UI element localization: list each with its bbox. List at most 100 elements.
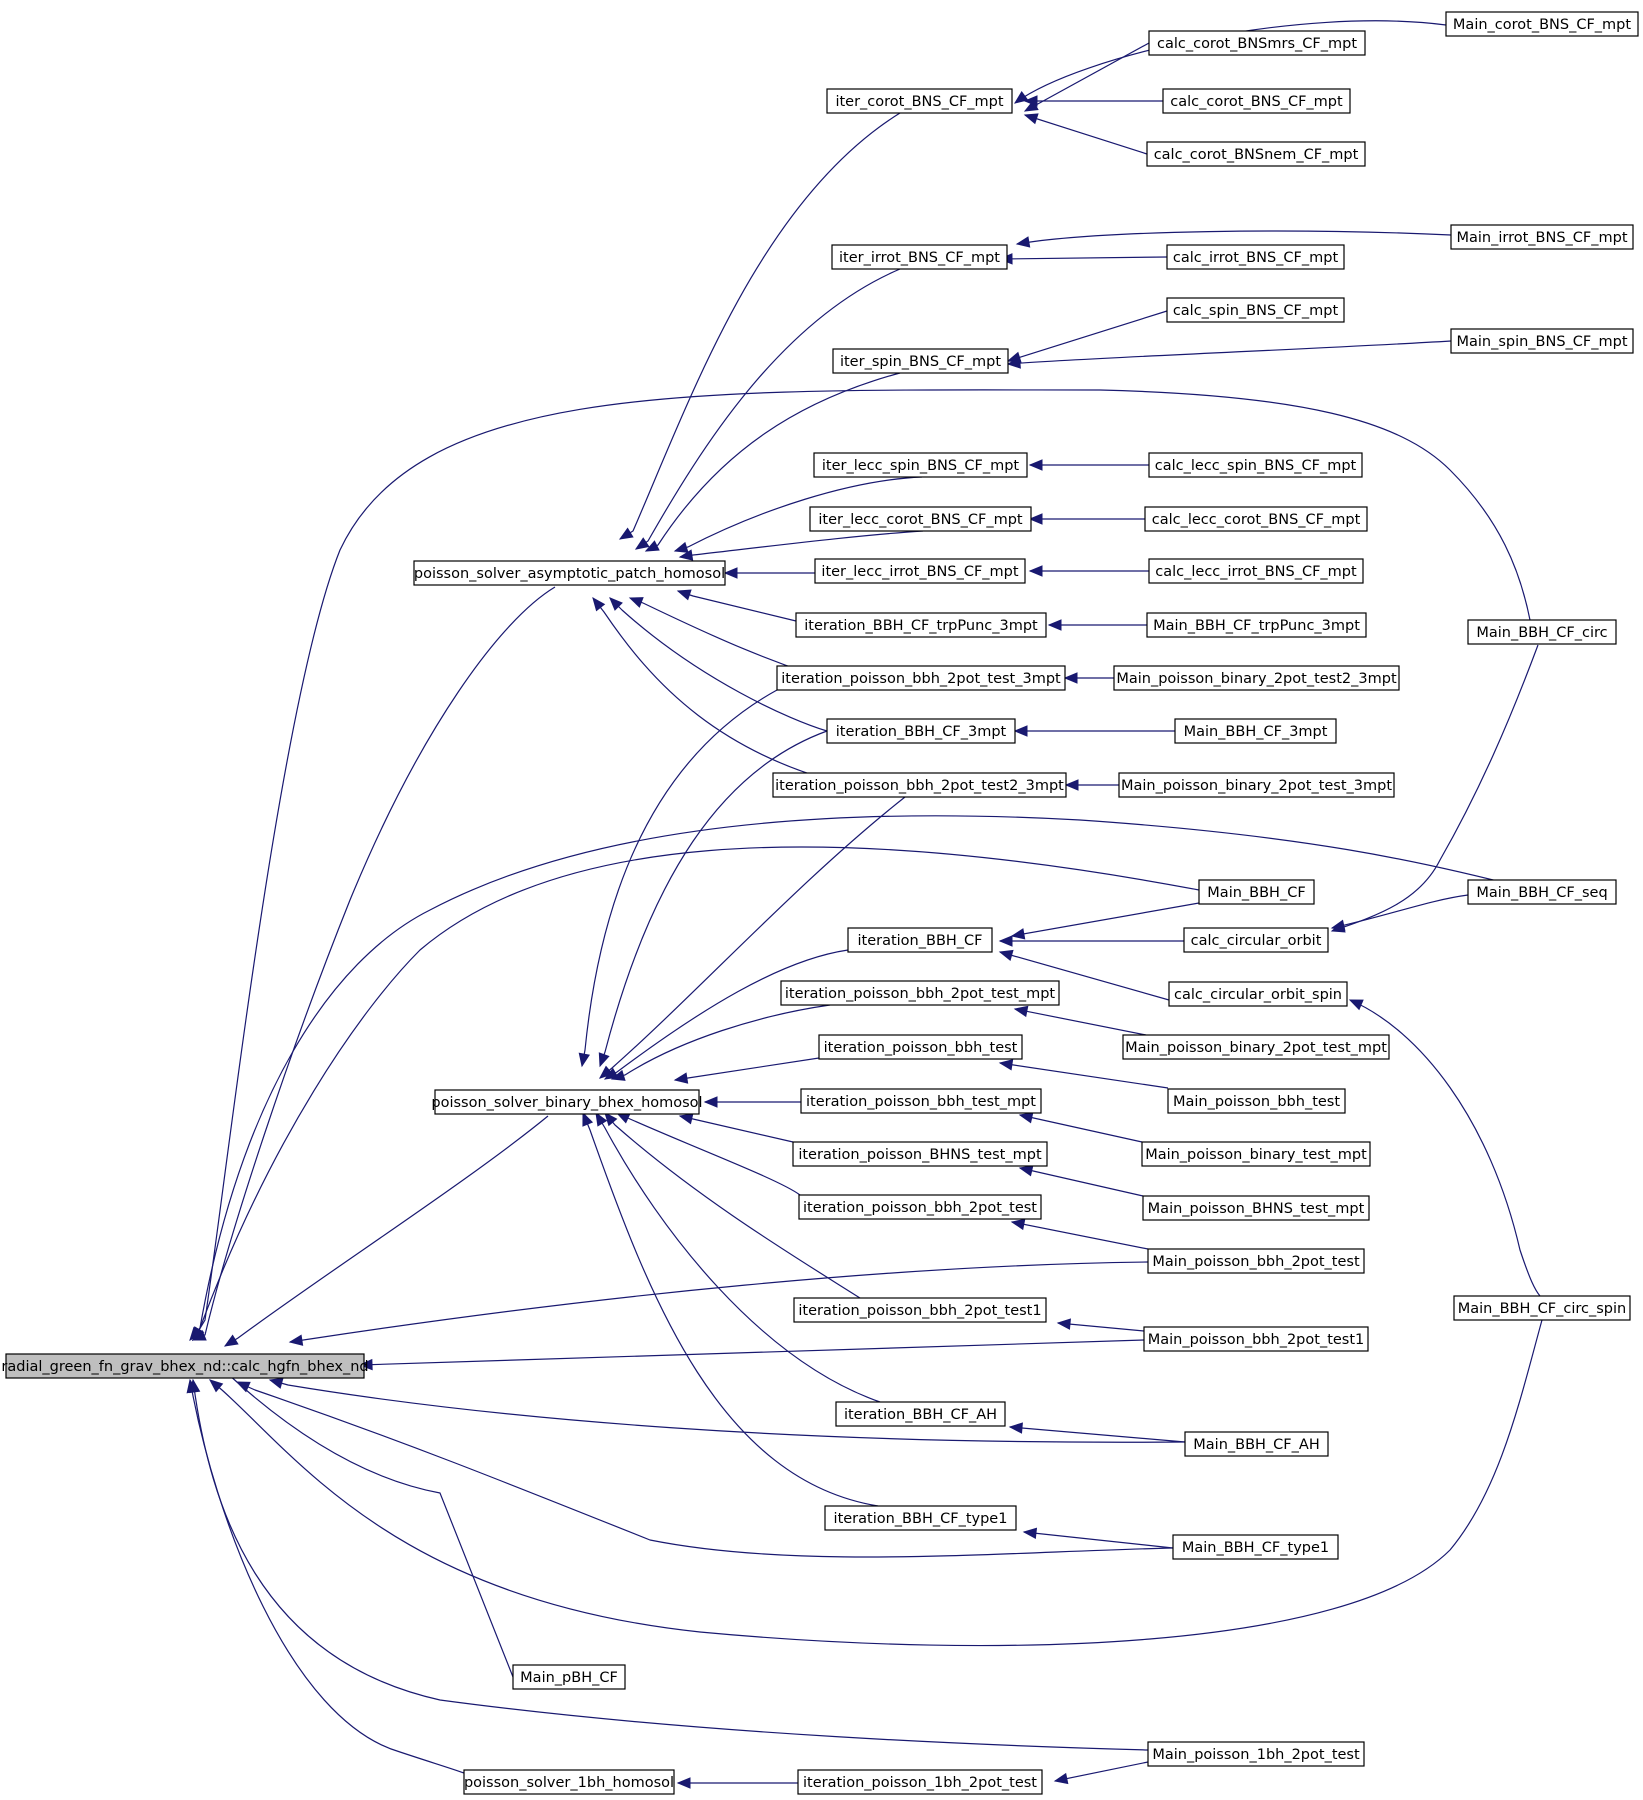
edge-icorot <box>618 112 901 540</box>
arrowhead-icon <box>1018 1165 1034 1177</box>
edge-mpb2t3 <box>1064 779 1119 791</box>
node-mpb2t3[interactable]: Main_poisson_binary_2pot_test_3mpt <box>1118 772 1395 798</box>
arrowhead-icon <box>703 1096 718 1108</box>
node-mpbtm[interactable]: Main_poisson_binary_test_mpt <box>1141 1141 1371 1167</box>
node-box <box>813 452 1028 478</box>
node-mseq[interactable]: Main_BBH_CF_seq <box>1467 879 1617 905</box>
node-mpbh[interactable]: Main_pBH_CF <box>512 1664 626 1690</box>
edge-line <box>289 1261 1149 1343</box>
node-box <box>776 665 1066 691</box>
edge-line <box>1016 230 1452 245</box>
node-cib[interactable]: calc_irrot_BNS_CF_mpt <box>1166 244 1345 270</box>
edge-line <box>1011 1221 1149 1250</box>
node-clib[interactable]: calc_lecc_irrot_BNS_CF_mpt <box>1148 558 1364 584</box>
node-ccos[interactable]: calc_circular_orbit_spin <box>1168 981 1348 1007</box>
node-clcb[interactable]: calc_lecc_corot_BNS_CF_mpt <box>1144 506 1368 532</box>
node-ipb2t23[interactable]: iteration_poisson_bbh_2pot_test2_3mpt <box>772 772 1067 798</box>
node-ispin[interactable]: iter_spin_BNS_CF_mpt <box>832 348 1009 374</box>
node-mpbhns[interactable]: Main_poisson_BHNS_test_mpt <box>1142 1195 1370 1221</box>
arrowhead-icon <box>598 1052 610 1068</box>
node-ilecccorot[interactable]: iter_lecc_corot_BNS_CF_mpt <box>809 506 1032 532</box>
node-mcorot[interactable]: Main_corot_BNS_CF_mpt <box>1445 11 1639 37</box>
node-mbbh3[interactable]: Main_BBH_CF_3mpt <box>1174 718 1337 744</box>
edge-i1bh2t <box>676 1777 798 1789</box>
node-itype1[interactable]: iteration_BBH_CF_type1 <box>824 1505 1017 1531</box>
node-clsb[interactable]: calc_lecc_spin_BNS_CF_mpt <box>1148 452 1363 478</box>
node-mirrot[interactable]: Main_irrot_BNS_CF_mpt <box>1450 224 1634 250</box>
edge-line <box>1023 1531 1174 1549</box>
node-mpb2t1[interactable]: Main_poisson_bbh_2pot_test1 <box>1143 1326 1369 1352</box>
node-mcircspin[interactable]: Main_BBH_CF_circ_spin <box>1453 1295 1631 1321</box>
node-ccbnem[interactable]: calc_corot_BNSnem_CF_mpt <box>1146 141 1366 167</box>
edge-ccos <box>998 949 1170 1001</box>
node-box <box>780 980 1060 1006</box>
node-ps1bh[interactable]: poisson_solver_1bh_homosol <box>463 1769 675 1795</box>
node-ibbh3[interactable]: iteration_BBH_CF_3mpt <box>826 718 1016 744</box>
edge-ccb <box>1023 95 1163 107</box>
edge-mtype1 <box>1022 1527 1174 1549</box>
edge-line <box>1019 1167 1144 1197</box>
node-label: iteration_poisson_bbh_2pot_test1 <box>798 1303 1041 1319</box>
arrowhead-icon <box>1053 1772 1069 1785</box>
node-csb[interactable]: calc_spin_BNS_CF_mpt <box>1166 297 1345 323</box>
node-iah[interactable]: iteration_BBH_CF_AH <box>835 1401 1006 1427</box>
node-label: Main_poisson_bbh_2pot_test1 <box>1148 1332 1365 1348</box>
node-iirrot[interactable]: iter_irrot_BNS_CF_mpt <box>831 244 1008 270</box>
node-mbbhcf[interactable]: Main_BBH_CF <box>1198 879 1315 905</box>
node-mpb2t[interactable]: Main_poisson_bbh_2pot_test <box>1147 1248 1365 1274</box>
edge-line <box>1014 1008 1147 1036</box>
node-ccb[interactable]: calc_corot_BNS_CF_mpt <box>1162 88 1351 114</box>
node-box <box>798 1194 1042 1220</box>
node-box <box>1141 1141 1371 1167</box>
edge-line <box>674 476 923 552</box>
node-itrp[interactable]: iteration_BBH_CF_trpPunc_3mpt <box>795 612 1047 638</box>
node-i1bh2t[interactable]: iteration_poisson_1bh_2pot_test <box>797 1769 1043 1795</box>
node-mp1bh[interactable]: Main_poisson_1bh_2pot_test <box>1147 1741 1365 1767</box>
node-ileccirrot[interactable]: iter_lecc_irrot_BNS_CF_mpt <box>814 558 1026 584</box>
node-box <box>1147 1248 1365 1274</box>
node-box <box>1146 141 1366 167</box>
edge-mtrp <box>1047 619 1147 631</box>
node-ipb2t[interactable]: iteration_poisson_bbh_2pot_test <box>798 1194 1042 1220</box>
node-label: Main_BBH_CF_seq <box>1476 885 1607 901</box>
node-box <box>1450 328 1634 354</box>
edge-line <box>619 112 901 540</box>
edge-line <box>609 597 828 732</box>
node-mtype1[interactable]: Main_BBH_CF_type1 <box>1172 1534 1339 1560</box>
node-ipb2tm[interactable]: iteration_poisson_bbh_2pot_test_mpt <box>780 980 1060 1006</box>
node-root[interactable]: radial_green_fn_grav_bhex_nd::calc_hgfn_… <box>1 1353 369 1379</box>
edge-line <box>674 1057 820 1081</box>
node-icorot[interactable]: iter_corot_BNS_CF_mpt <box>826 88 1013 114</box>
edge-itype1 <box>582 1111 879 1507</box>
node-mpb2tm[interactable]: Main_poisson_binary_2pot_test_mpt <box>1122 1034 1390 1060</box>
node-ipb2t1[interactable]: iteration_poisson_bbh_2pot_test1 <box>793 1297 1047 1323</box>
edge-mah <box>268 1377 1186 1443</box>
node-label: calc_spin_BNS_CF_mpt <box>1173 303 1339 319</box>
edge-ileccirrot <box>723 567 815 579</box>
edge-line <box>1007 310 1168 362</box>
node-mtrp[interactable]: Main_BBH_CF_trpPunc_3mpt <box>1146 612 1367 638</box>
node-label: Main_corot_BNS_CF_mpt <box>1453 17 1631 33</box>
node-box <box>835 1401 1006 1427</box>
node-mcirc[interactable]: Main_BBH_CF_circ <box>1467 619 1617 645</box>
node-mpb2t23[interactable]: Main_poisson_binary_2pot_test2_3mpt <box>1113 665 1400 691</box>
node-cco[interactable]: calc_circular_orbit <box>1183 927 1329 953</box>
node-ibbhcf[interactable]: iteration_BBH_CF <box>847 927 993 953</box>
node-label: iteration_poisson_1bh_2pot_test <box>803 1775 1037 1791</box>
node-label: Main_poisson_1bh_2pot_test <box>1152 1747 1360 1763</box>
node-mpbt[interactable]: Main_poisson_bbh_test <box>1167 1088 1346 1114</box>
node-ipbhns[interactable]: iteration_poisson_BHNS_test_mpt <box>792 1141 1048 1167</box>
node-label: Main_BBH_CF <box>1207 885 1305 901</box>
node-mspin[interactable]: Main_spin_BNS_CF_mpt <box>1450 328 1634 354</box>
arrowhead-icon <box>1015 236 1031 248</box>
edge-mpb2t23 <box>1063 672 1114 684</box>
node-psbbh[interactable]: poisson_solver_binary_bhex_homosol <box>431 1089 703 1115</box>
node-ipb2t3[interactable]: iteration_poisson_bbh_2pot_test_3mpt <box>776 665 1066 691</box>
node-mah[interactable]: Main_BBH_CF_AH <box>1184 1431 1329 1457</box>
node-psaph[interactable]: poisson_solver_asymptotic_patch_homosol <box>413 560 726 586</box>
node-ileccspin[interactable]: iter_lecc_spin_BNS_CF_mpt <box>813 452 1028 478</box>
node-ipbt[interactable]: iteration_poisson_bbh_test <box>818 1034 1023 1060</box>
node-ccbsmrs[interactable]: calc_corot_BNSmrs_CF_mpt <box>1148 30 1366 56</box>
node-ipbtm[interactable]: iteration_poisson_bbh_test_mpt <box>800 1088 1042 1114</box>
edge-clcb <box>1028 513 1145 525</box>
